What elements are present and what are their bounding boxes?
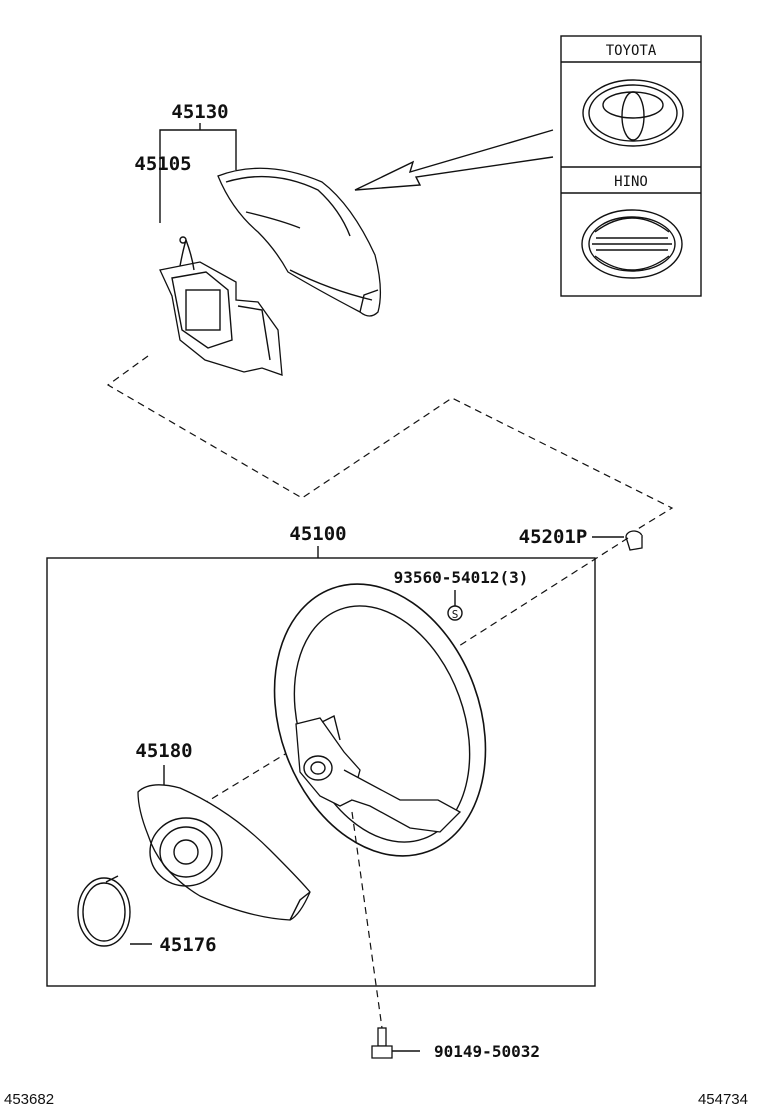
- emblem-label-toyota: TOYOTA: [606, 43, 657, 59]
- part-label-45105: 45105: [134, 153, 191, 175]
- ring-part: [77, 875, 131, 947]
- emblem-arrow: [354, 129, 554, 191]
- footer-code-right: 454734: [698, 1091, 748, 1108]
- bolt-part: [371, 1027, 393, 1059]
- clip-part: [625, 530, 643, 551]
- part-label-45130: 45130: [171, 101, 228, 123]
- footer-code-left: 453682: [4, 1091, 54, 1108]
- horn-button-assembly: [159, 236, 283, 376]
- dashed-axis: [189, 537, 629, 813]
- hino-emblem-icon: [581, 209, 683, 279]
- part-label-45180: 45180: [135, 740, 192, 762]
- screw-marker-label: S: [452, 608, 459, 621]
- steering-wheel-box: [46, 557, 596, 987]
- toyota-emblem-icon: [582, 79, 684, 147]
- part-label-bolt: 90149-50032: [434, 1042, 540, 1061]
- emblem-box: TOYOTA HINO: [560, 35, 702, 297]
- part-label-screw: 93560-54012(3): [394, 568, 529, 587]
- emblem-label-hino: HINO: [614, 174, 648, 190]
- part-label-45176: 45176: [159, 934, 216, 956]
- part-label-45100: 45100: [289, 523, 346, 545]
- part-label-45201p: 45201P: [519, 526, 588, 548]
- column-cover: [137, 784, 311, 921]
- dashed-bolt-line: [351, 811, 383, 1029]
- steering-wheel: [273, 583, 487, 857]
- dashed-assembly-outline: [106, 355, 674, 536]
- screw-marker-icon: [447, 605, 463, 621]
- horn-pad-cover: [217, 167, 382, 317]
- bracket-45130: [159, 129, 237, 223]
